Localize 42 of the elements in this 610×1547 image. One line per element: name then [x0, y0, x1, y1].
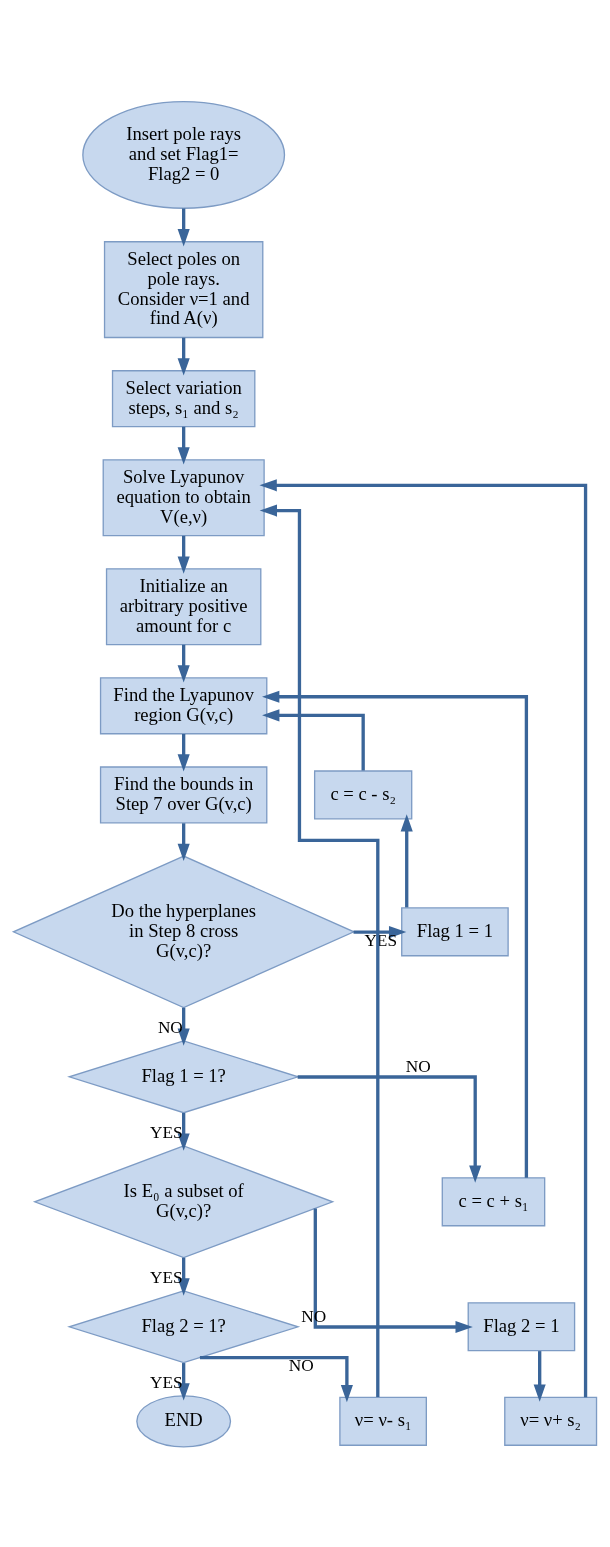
- arrow: [177, 822, 190, 861]
- node-box: c = c + s₁: [441, 1176, 546, 1226]
- arrow: [259, 478, 588, 1397]
- arrow: [259, 504, 380, 1397]
- arrow: [177, 1112, 190, 1151]
- node-box: Initialize an arbitrary positive amount for c: [105, 567, 262, 645]
- node-box: Find the Lyapunov region G(v,c): [99, 676, 268, 734]
- node-box: Find the bounds in Step 7 over G(v,c): [99, 765, 268, 823]
- arrow: [177, 337, 190, 375]
- node-box: Select variation steps, s₁ and s₂: [111, 369, 256, 427]
- node-diamond: Is E₀ a subset of G(v,c)?: [32, 1144, 335, 1258]
- arrow: [313, 1208, 473, 1333]
- arrow: [177, 1007, 190, 1046]
- node-box: Flag 2 = 1: [467, 1301, 576, 1351]
- node-box: Select poles on pole rays. Consider ν=1 and find A(ν): [103, 240, 264, 338]
- edge-label: NO: [157, 1017, 183, 1037]
- node-diamond: Do the hyperplanes in Step 8 cross G(v,c)?: [11, 854, 356, 1008]
- node-box: Solve Lyapunov equation to obtain V(e,ν): [102, 458, 265, 536]
- edge-label: YES: [150, 1372, 183, 1392]
- edge-label: NO: [405, 1056, 431, 1076]
- node-diamond: Flag 1 = 1?: [67, 1039, 301, 1113]
- arrow: [262, 690, 529, 1178]
- arrow: [177, 535, 190, 574]
- node-box: c = c - s₂: [313, 769, 413, 819]
- node-ellipse: END: [136, 1394, 232, 1447]
- arrow: [177, 208, 190, 246]
- arrow: [533, 1350, 546, 1402]
- arrow: [177, 1362, 190, 1401]
- arrow: [177, 733, 190, 772]
- arrow: [177, 426, 190, 465]
- arrow: [297, 1074, 482, 1183]
- node-ellipse: Insert pole rays and set Flag1= Flag2 = 0: [82, 100, 286, 209]
- node-box: ν= ν+ s₂: [504, 1396, 598, 1446]
- node-box: ν= ν- s₁: [339, 1396, 427, 1446]
- edge-label: YES: [150, 1267, 183, 1287]
- arrow: [177, 644, 190, 683]
- arrow: [400, 813, 413, 907]
- arrow: [199, 1355, 353, 1402]
- arrow: [177, 1257, 190, 1296]
- node-box: Flag 1 = 1: [401, 906, 509, 956]
- edge-label: YES: [150, 1122, 183, 1142]
- arrow: [262, 708, 365, 771]
